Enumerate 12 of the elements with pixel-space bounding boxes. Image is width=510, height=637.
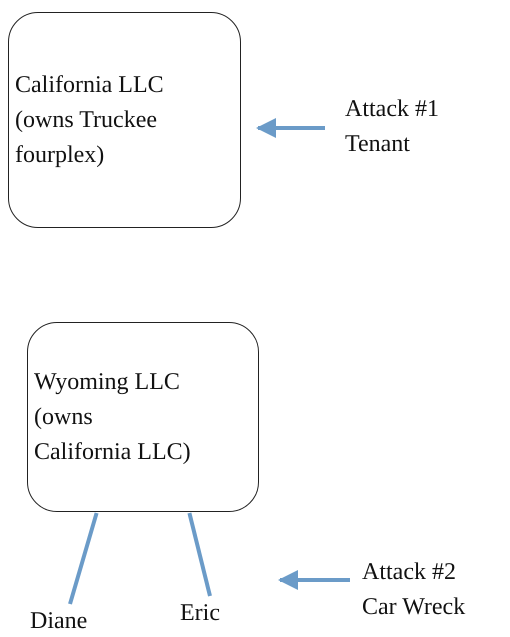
box-label: Wyoming LLC (owns California LLC) — [34, 368, 192, 466]
text-label: Attack #1 Tenant — [345, 95, 440, 159]
connector-line — [187, 512, 212, 596]
connector-line — [68, 512, 99, 605]
rounded-box — [8, 12, 241, 228]
box-label: California LLC (owns Truckee fourplex) — [15, 70, 165, 170]
text-label: Attack #2 Car Wreck — [362, 558, 466, 622]
text-label: Diane — [30, 607, 88, 636]
text-label: Eric — [180, 599, 221, 628]
arrow — [256, 118, 325, 138]
rounded-box — [27, 322, 259, 512]
arrow — [278, 570, 350, 590]
